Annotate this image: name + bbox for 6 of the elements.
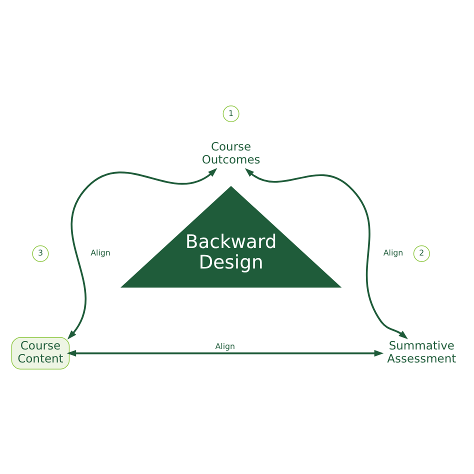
arrow [66,350,384,356]
node-box: Course Content [11,336,70,369]
node-text: Course Outcomes [202,138,260,166]
arrow [244,168,408,339]
node-text: Summative Assessment [387,338,456,366]
arrow [67,168,218,339]
